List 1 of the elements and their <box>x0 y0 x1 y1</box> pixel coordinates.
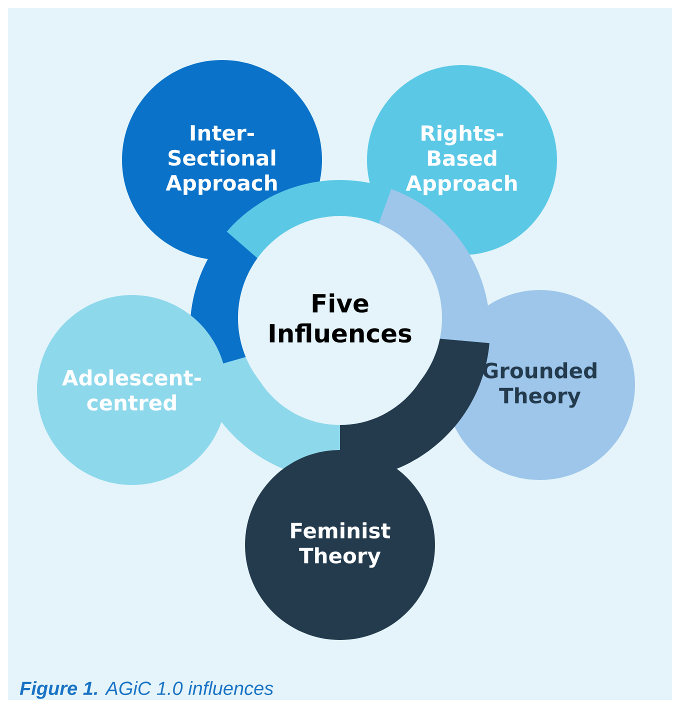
figure-caption: Figure 1. AGiC 1.0 influences <box>20 681 274 699</box>
